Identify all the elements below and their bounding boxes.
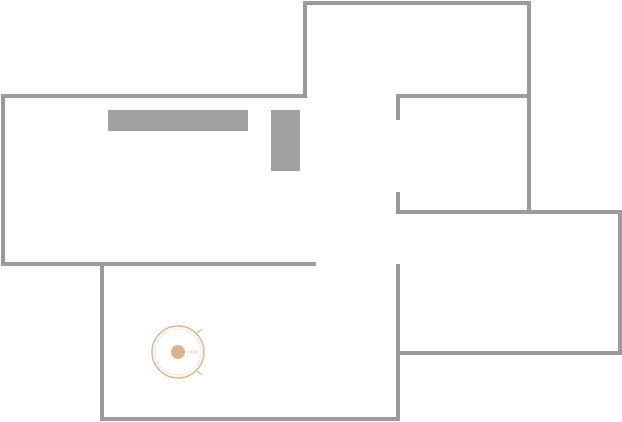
wall-top-room xyxy=(303,1,531,214)
wall-living-room xyxy=(1,94,316,266)
furniture-cabinet xyxy=(271,110,300,171)
wall-small-room-top xyxy=(396,94,531,120)
wall-small-room-bottom xyxy=(396,192,622,355)
robot-vacuum-icon[interactable] xyxy=(151,325,205,379)
furniture-sofa xyxy=(108,110,248,131)
wall-bottom-room xyxy=(100,262,400,421)
